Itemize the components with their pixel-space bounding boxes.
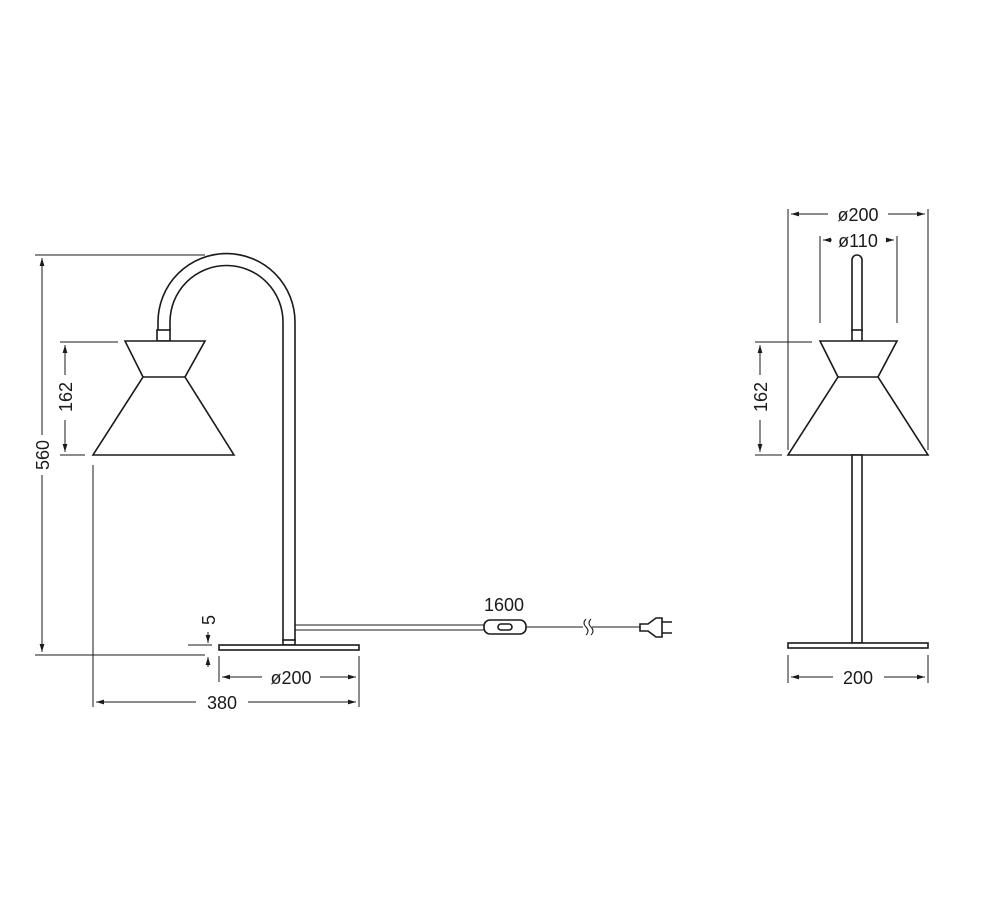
front-view: ø200 ø110 162 200 xyxy=(751,205,930,688)
base xyxy=(787,642,929,649)
shade xyxy=(91,340,236,456)
dim-depth-380: 380 xyxy=(207,693,237,713)
base xyxy=(218,644,360,651)
stem xyxy=(851,454,863,644)
dim-shade-top-diameter: ø110 xyxy=(838,231,878,251)
dim-cable-1600: 1600 xyxy=(484,595,524,615)
shade xyxy=(786,340,930,456)
side-view: 560 162 5 ø200 380 1600 xyxy=(33,252,672,713)
plug-icon xyxy=(639,617,663,638)
cord xyxy=(295,624,640,631)
arc-arm xyxy=(157,252,296,641)
dim-base-diameter: ø200 xyxy=(270,668,311,688)
rod xyxy=(851,254,863,332)
dim-base-width-200: 200 xyxy=(843,668,873,688)
cord-break-icon xyxy=(583,618,594,636)
dim-base-thickness-5: 5 xyxy=(199,615,219,625)
dim-height-560: 560 xyxy=(33,440,53,470)
dim-shade-height-162: 162 xyxy=(751,382,771,412)
dim-shade-diameter: ø200 xyxy=(837,205,878,225)
cord-switch xyxy=(483,619,527,635)
dim-shade-height-162: 162 xyxy=(56,382,76,412)
shade-connector xyxy=(851,329,863,342)
shade-connector xyxy=(156,329,171,342)
